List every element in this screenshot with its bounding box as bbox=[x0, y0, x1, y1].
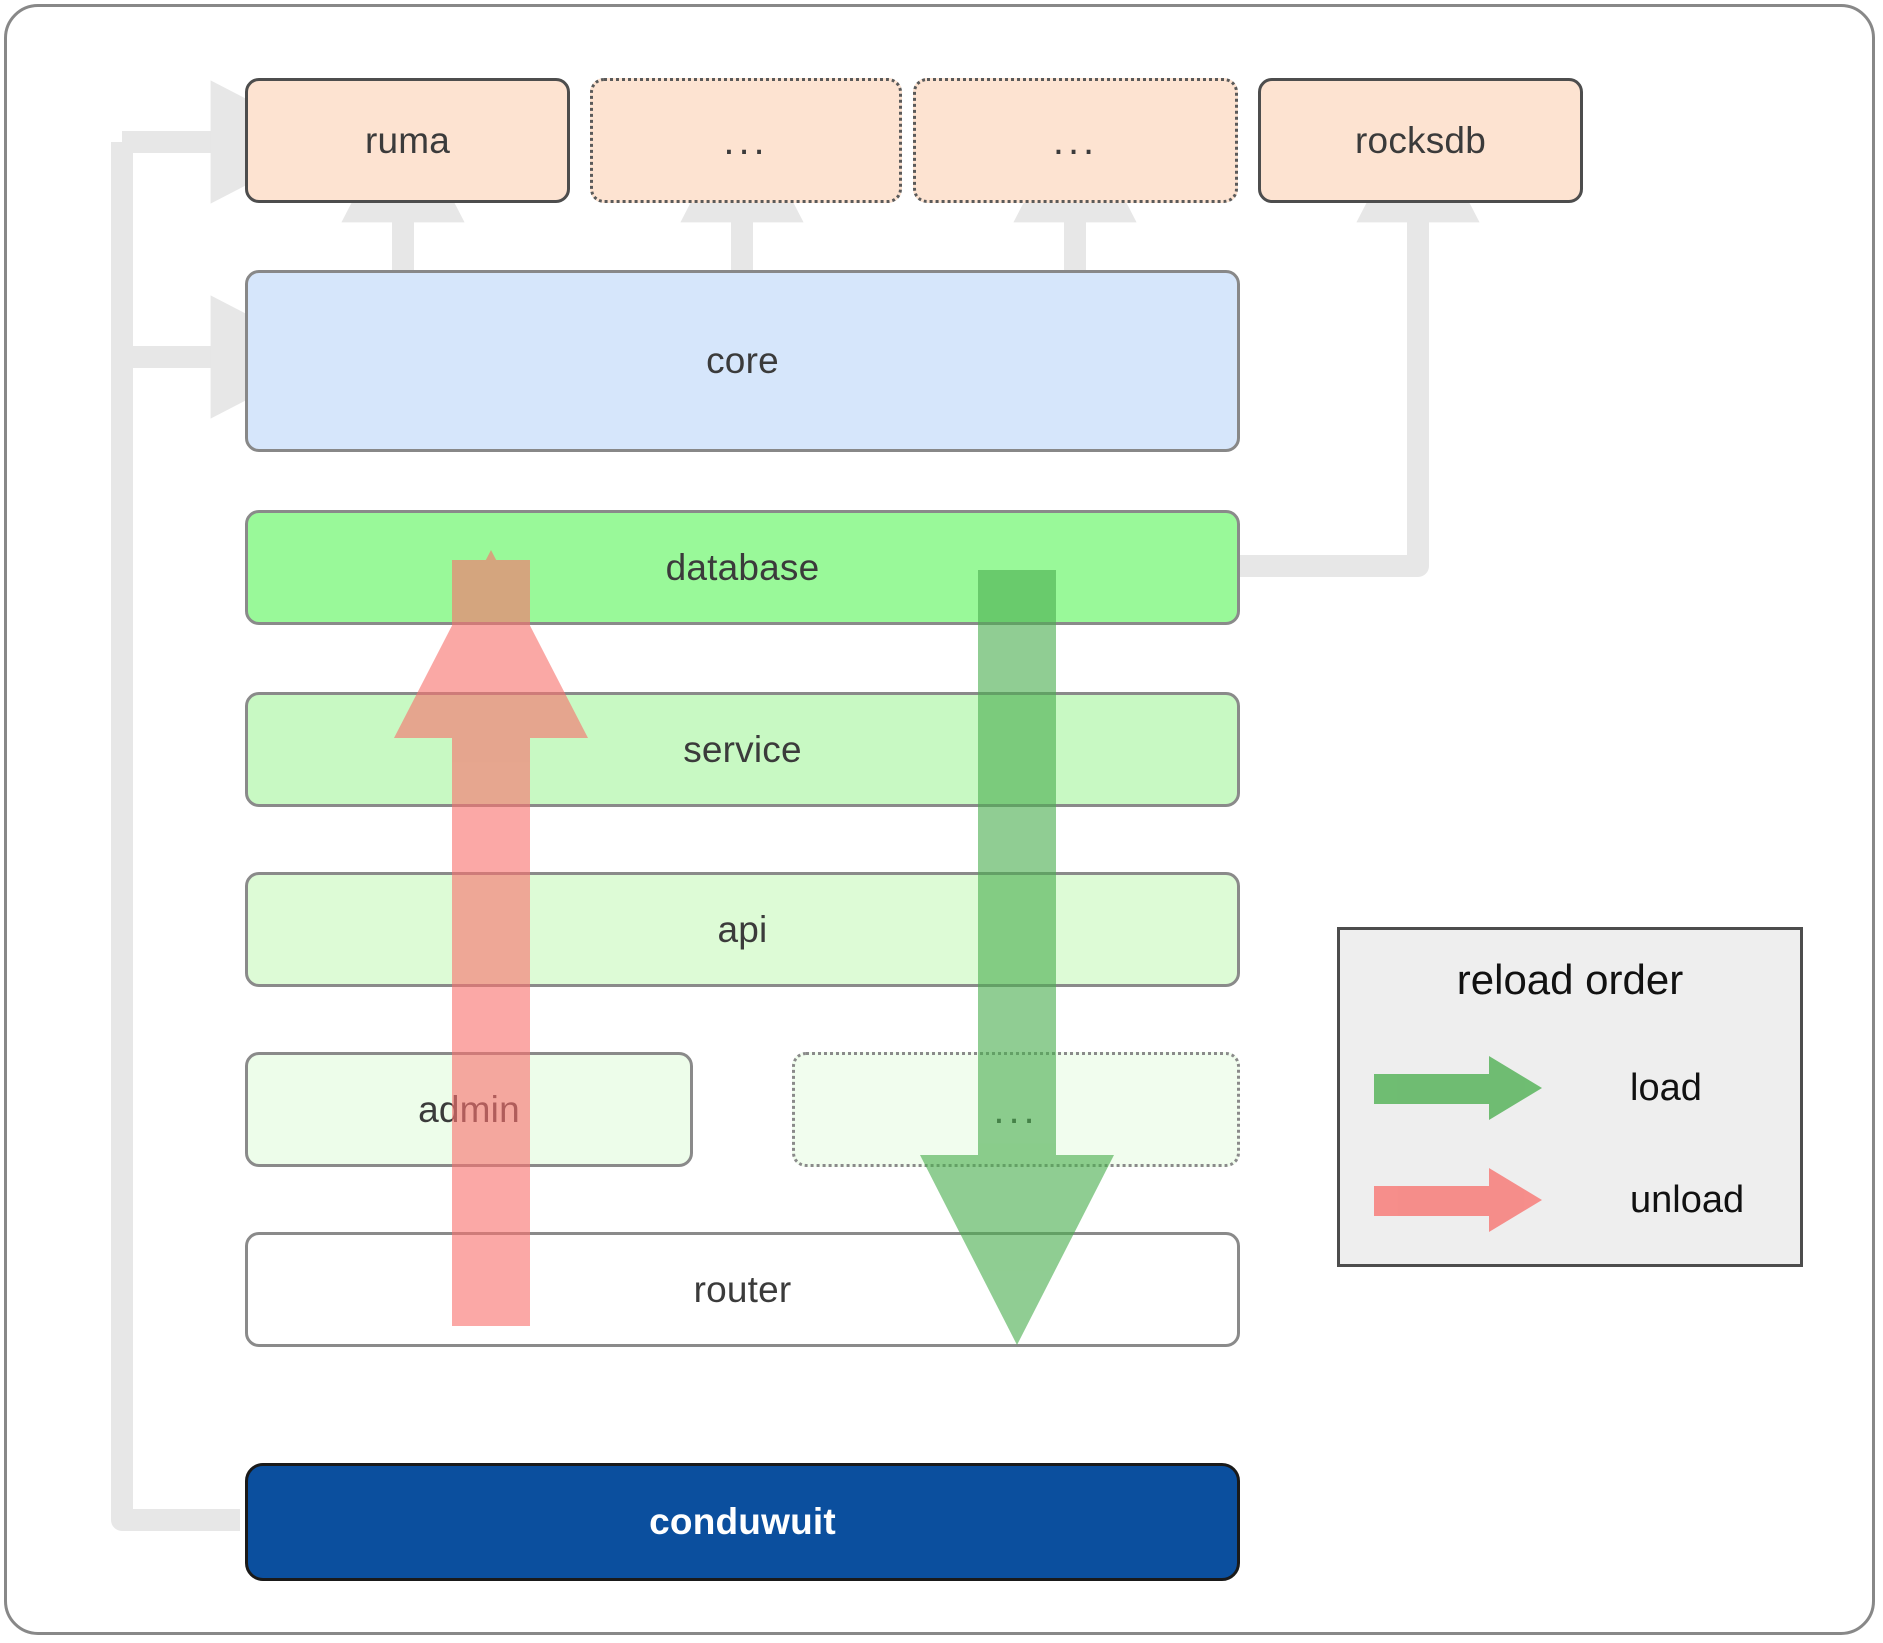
load-arrow-icon bbox=[1374, 1048, 1594, 1128]
node-ruma-label: ruma bbox=[364, 119, 451, 161]
node-conduwuit[interactable]: conduwuit bbox=[245, 1463, 1240, 1581]
node-dep-a-label: ... bbox=[723, 118, 769, 163]
node-extra[interactable]: ... bbox=[792, 1052, 1240, 1167]
node-admin[interactable]: admin bbox=[245, 1052, 693, 1167]
node-api-label: api bbox=[717, 908, 768, 950]
node-database-label: database bbox=[665, 546, 820, 588]
legend-row-unload: unload bbox=[1374, 1160, 1774, 1240]
node-rocksdb-label: rocksdb bbox=[1355, 119, 1486, 161]
connector-database-to-rocksdb bbox=[1240, 103, 1480, 577]
connector-conduwuit-to-ruma bbox=[111, 142, 240, 1531]
node-core-label: core bbox=[706, 340, 779, 381]
unload-arrow-icon bbox=[1374, 1160, 1594, 1240]
node-admin-label: admin bbox=[418, 1088, 520, 1130]
legend-unload-label: unload bbox=[1630, 1178, 1745, 1221]
node-service[interactable]: service bbox=[245, 692, 1240, 807]
legend-row-load: load bbox=[1374, 1048, 1774, 1128]
node-dep-b[interactable]: ... bbox=[913, 78, 1238, 203]
node-rocksdb[interactable]: rocksdb bbox=[1258, 78, 1583, 203]
node-database[interactable]: database bbox=[245, 510, 1240, 625]
legend-title: reload order bbox=[1456, 956, 1684, 1003]
node-dep-a[interactable]: ... bbox=[590, 78, 902, 203]
node-router-label: router bbox=[693, 1268, 792, 1310]
node-service-label: service bbox=[683, 728, 802, 770]
node-extra-label: ... bbox=[993, 1087, 1039, 1132]
node-api[interactable]: api bbox=[245, 872, 1240, 987]
node-dep-b-label: ... bbox=[1052, 118, 1099, 163]
legend-load-label: load bbox=[1630, 1066, 1702, 1109]
node-core[interactable]: core bbox=[245, 270, 1240, 452]
node-ruma[interactable]: ruma bbox=[245, 78, 570, 203]
legend-panel: reload order load bbox=[1337, 927, 1803, 1267]
node-router[interactable]: router bbox=[245, 1232, 1240, 1347]
node-conduwuit-label: conduwuit bbox=[649, 1501, 836, 1542]
